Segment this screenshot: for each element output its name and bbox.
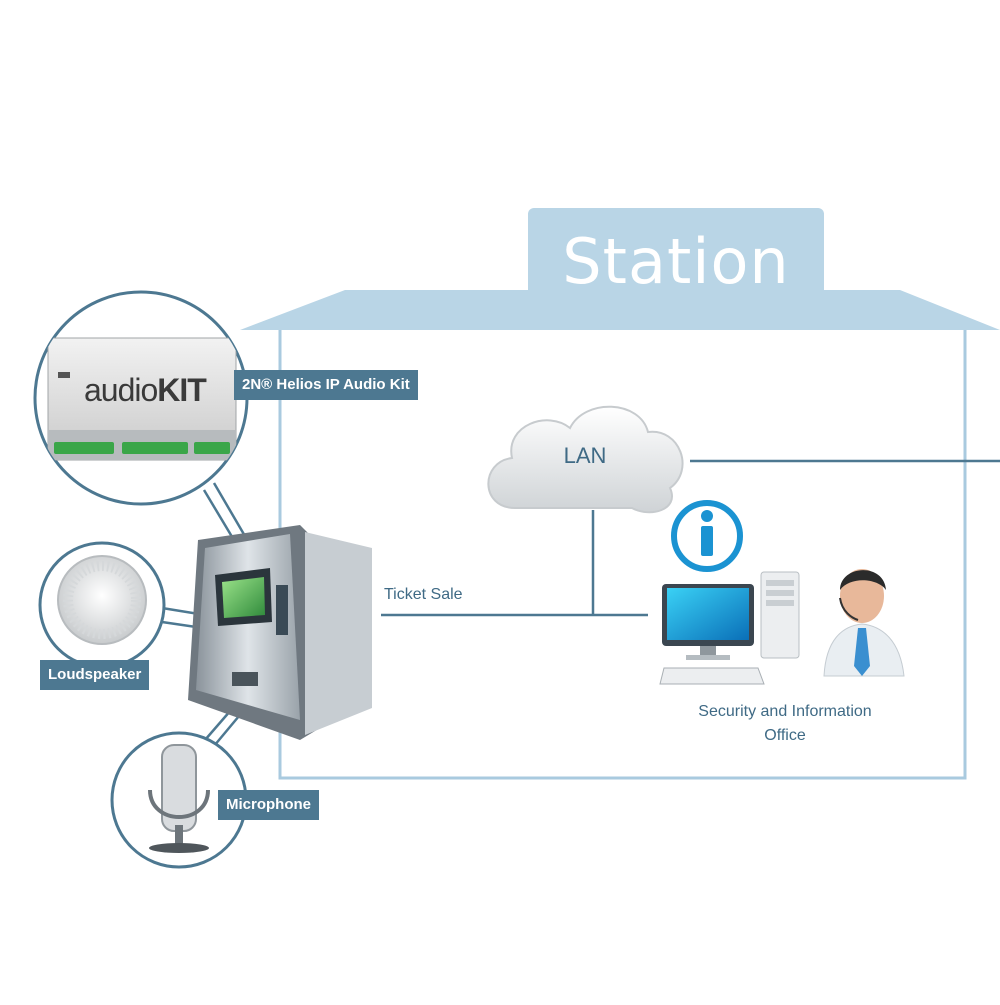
audio-kit-device-icon [33,290,249,506]
ticket-sale-label: Ticket Sale [384,586,463,603]
audio-kit-brand-light: audio [84,372,158,408]
computer-icon [659,571,800,685]
lan-label: LAN [563,443,607,468]
audio-kit-brand: audioKIT [84,372,207,409]
cloud-icon [487,405,684,514]
audio-kit-label: 2N® Helios IP Audio Kit [234,370,418,400]
loudspeaker-icon [38,541,166,669]
keyboard [659,667,765,685]
office-label-line-2: Office [764,727,806,744]
microphone-label: Microphone [218,790,319,820]
operator-avatar-icon [823,569,905,677]
audio-kit-brand-bold: KIT [157,372,207,408]
office-label-line-1: Security and Information [698,703,872,720]
loudspeaker-label: Loudspeaker [40,660,150,690]
microphone-icon [110,731,248,869]
station-title: Station [562,225,790,298]
station-title-banner [528,208,824,302]
building-roof [240,290,1000,330]
ticket-machine-icon [188,525,372,740]
office-label: Security and Information Office [660,700,910,748]
station-building [240,208,1000,780]
info-icon [671,500,743,572]
